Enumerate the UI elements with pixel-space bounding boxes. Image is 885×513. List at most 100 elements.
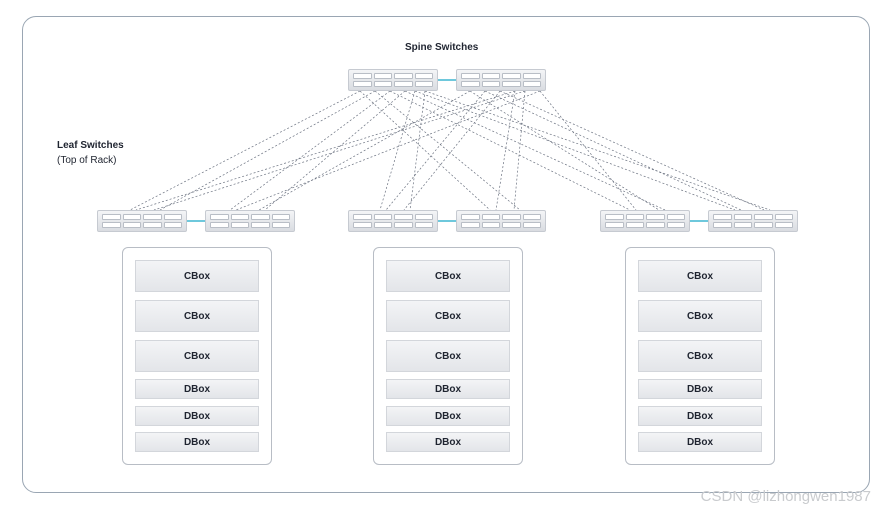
- switch-port: [122, 222, 141, 228]
- uplink: [159, 90, 376, 211]
- leaf-switch-3a: [600, 210, 690, 232]
- dbox-unit: DBox: [386, 432, 510, 452]
- switch-port: [713, 222, 732, 228]
- uplink: [404, 90, 666, 211]
- uplink: [235, 90, 541, 211]
- leaf-switch-2a: [348, 210, 438, 232]
- switch-port: [353, 73, 372, 79]
- switch-port: [353, 214, 372, 220]
- uplink: [153, 90, 526, 211]
- uplink: [229, 90, 391, 211]
- switch-port: [394, 222, 413, 228]
- uplink: [374, 90, 521, 211]
- switch-port: [774, 214, 793, 220]
- switch-port: [461, 222, 480, 228]
- switch-port: [774, 222, 793, 228]
- rack-1: CBox CBox CBox DBox DBox DBox: [122, 247, 272, 465]
- spine-switches-title: Spine Switches: [405, 42, 479, 53]
- uplink: [513, 90, 526, 211]
- cbox-unit: CBox: [638, 300, 762, 332]
- uplink: [403, 90, 501, 211]
- leaf-switch-2b: [456, 210, 546, 232]
- switch-port: [605, 214, 624, 220]
- switch-port: [394, 214, 413, 220]
- switch-port: [353, 81, 372, 87]
- switch-port: [210, 222, 229, 228]
- switch-port: [502, 222, 521, 228]
- cbox-unit: CBox: [386, 340, 510, 372]
- switch-port: [143, 214, 162, 220]
- switch-port: [605, 222, 624, 228]
- dbox-unit: DBox: [135, 379, 259, 399]
- switch-port: [625, 222, 644, 228]
- switch-port: [414, 81, 433, 87]
- cbox-unit: CBox: [638, 260, 762, 292]
- dbox-unit: DBox: [386, 379, 510, 399]
- cbox-unit: CBox: [638, 340, 762, 372]
- uplink: [495, 90, 516, 211]
- dbox-unit: DBox: [638, 406, 762, 426]
- switch-port: [754, 214, 773, 220]
- watermark: CSDN @lizhongwen1987: [700, 488, 871, 505]
- switch-port: [102, 222, 121, 228]
- dbox-unit: DBox: [386, 406, 510, 426]
- rack-2: CBox CBox CBox DBox DBox DBox: [373, 247, 523, 465]
- switch-port: [461, 73, 480, 79]
- uplink: [469, 90, 660, 211]
- switch-port: [713, 214, 732, 220]
- dbox-unit: DBox: [135, 406, 259, 426]
- cbox-unit: CBox: [135, 300, 259, 332]
- switch-port: [666, 214, 685, 220]
- leaf-switch-1a: [97, 210, 187, 232]
- switch-port: [414, 73, 433, 79]
- switch-port: [666, 222, 685, 228]
- switch-port: [481, 73, 500, 79]
- switch-port: [414, 214, 433, 220]
- uplink: [484, 90, 742, 211]
- switch-port: [522, 222, 541, 228]
- switch-port: [733, 214, 752, 220]
- switch-port: [251, 222, 270, 228]
- switch-port: [210, 214, 229, 220]
- switch-port: [522, 73, 541, 79]
- uplink: [379, 90, 416, 211]
- leaf-switches-title: Leaf Switches: [57, 140, 124, 151]
- switch-port: [271, 214, 290, 220]
- leaf-switch-1b: [205, 210, 295, 232]
- uplink: [499, 90, 765, 211]
- cbox-unit: CBox: [386, 260, 510, 292]
- switch-port: [522, 81, 541, 87]
- rack-3: CBox CBox CBox DBox DBox DBox: [625, 247, 775, 465]
- dbox-unit: DBox: [638, 379, 762, 399]
- uplink: [264, 90, 406, 211]
- switch-port: [143, 222, 162, 228]
- switch-port: [646, 222, 665, 228]
- leaf-switches-subtitle: (Top of Rack): [57, 155, 117, 166]
- switch-port: [754, 222, 773, 228]
- switch-port: [481, 214, 500, 220]
- leaf-switch-3b: [708, 210, 798, 232]
- spine-switch-1: [348, 69, 438, 91]
- switch-port: [373, 214, 392, 220]
- cbox-unit: CBox: [386, 300, 510, 332]
- uplink: [424, 90, 771, 211]
- switch-port: [373, 81, 392, 87]
- switch-port: [251, 214, 270, 220]
- switch-port: [230, 214, 249, 220]
- switch-port: [461, 214, 480, 220]
- cbox-unit: CBox: [135, 340, 259, 372]
- diagram-frame: [22, 16, 870, 493]
- uplink: [414, 90, 736, 211]
- switch-port: [163, 214, 182, 220]
- cbox-unit: CBox: [135, 260, 259, 292]
- switch-port: [481, 222, 500, 228]
- switch-port: [271, 222, 290, 228]
- switch-port: [733, 222, 752, 228]
- uplink: [129, 90, 361, 211]
- switch-port: [122, 214, 141, 220]
- switch-port: [163, 222, 182, 228]
- uplink: [409, 90, 426, 211]
- switch-port: [461, 81, 480, 87]
- switch-port: [230, 222, 249, 228]
